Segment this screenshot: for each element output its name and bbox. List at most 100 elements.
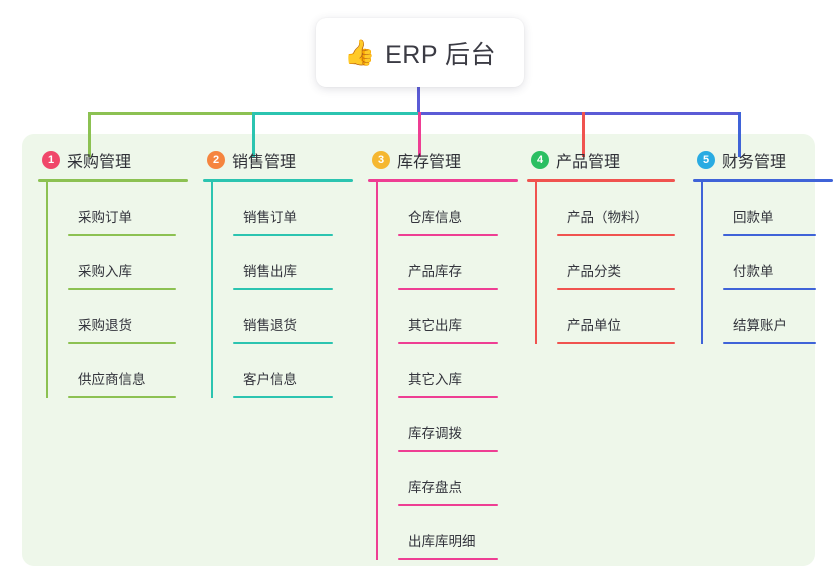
leaf-label: 付款单	[733, 264, 774, 279]
column-drop-5	[738, 112, 741, 157]
bar-segment-1	[88, 112, 252, 115]
column-drop-4	[582, 112, 585, 157]
leaf-rule	[723, 342, 816, 344]
column-body-1: 采购订单采购入库采购退货供应商信息	[42, 182, 198, 398]
leaf-node[interactable]: 回款单	[723, 182, 839, 236]
column-title-2: 销售管理	[232, 154, 297, 171]
leaf-rule	[68, 342, 176, 344]
column-body-3: 仓库信息产品库存其它出库其它入库库存调拨库存盘点出库库明细	[372, 182, 528, 560]
column-title-5: 财务管理	[722, 154, 787, 171]
column-header-rule-2	[203, 179, 353, 182]
leaf-rule	[233, 288, 333, 290]
leaf-label: 采购退货	[78, 318, 132, 333]
column-drop-1	[88, 112, 91, 157]
leaf-label: 客户信息	[243, 372, 297, 387]
leaf-label: 销售出库	[243, 264, 297, 279]
column-header-rule-1	[38, 179, 188, 182]
root-node-card[interactable]: 👍 ERP 后台	[316, 18, 524, 87]
leaf-label: 产品库存	[408, 264, 462, 279]
leaf-label: 出库库明细	[408, 534, 476, 549]
leaf-node[interactable]: 采购退货	[68, 290, 198, 344]
leaf-rule	[398, 234, 498, 236]
column-spine-1	[46, 182, 48, 398]
leaf-rule	[398, 396, 498, 398]
leaf-rule	[557, 288, 675, 290]
leaf-label: 仓库信息	[408, 210, 462, 225]
leaf-node[interactable]: 结算账户	[723, 290, 839, 344]
leaf-node[interactable]: 销售订单	[233, 182, 363, 236]
leaf-node[interactable]: 库存盘点	[398, 452, 528, 506]
leaf-label: 销售订单	[243, 210, 297, 225]
leaf-node[interactable]: 付款单	[723, 236, 839, 290]
leaf-label: 产品单位	[567, 318, 621, 333]
column-header-rule-4	[527, 179, 675, 182]
column-body-2: 销售订单销售出库销售退货客户信息	[207, 182, 363, 398]
root-node-title: ERP 后台	[385, 40, 497, 69]
leaf-node[interactable]: 其它出库	[398, 290, 528, 344]
leaf-label: 销售退货	[243, 318, 297, 333]
leaf-label: 产品（物料）	[567, 210, 648, 225]
column-spine-4	[535, 182, 537, 344]
leaf-node[interactable]: 产品分类	[557, 236, 685, 290]
leaf-label: 产品分类	[567, 264, 621, 279]
column-title-1: 采购管理	[67, 154, 132, 171]
column-drop-3	[418, 112, 421, 157]
leaf-node[interactable]: 采购订单	[68, 182, 198, 236]
leaf-rule	[557, 234, 675, 236]
leaf-node[interactable]: 采购入库	[68, 236, 198, 290]
bar-segment-3	[418, 112, 741, 115]
leaf-label: 回款单	[733, 210, 774, 225]
leaf-node[interactable]: 其它入库	[398, 344, 528, 398]
leaf-label: 其它入库	[408, 372, 462, 387]
column-spine-5	[701, 182, 703, 344]
column-1: 1 采购管理采购订单采购入库采购退货供应商信息	[38, 147, 198, 398]
leaf-node[interactable]: 库存调拨	[398, 398, 528, 452]
leaf-rule	[723, 234, 816, 236]
leaf-rule	[398, 558, 498, 560]
bar-segment-2	[252, 112, 420, 115]
leaf-node[interactable]: 供应商信息	[68, 344, 198, 398]
leaf-rule	[398, 288, 498, 290]
leaf-rule	[398, 504, 498, 506]
column-badge-1: 1	[42, 151, 60, 169]
column-header-2[interactable]: 2 销售管理	[203, 147, 363, 173]
leaf-rule	[723, 288, 816, 290]
leaf-node[interactable]: 产品（物料）	[557, 182, 685, 236]
leaf-node[interactable]: 销售出库	[233, 236, 363, 290]
leaf-rule	[233, 234, 333, 236]
column-spine-3	[376, 182, 378, 560]
column-drop-2	[252, 112, 255, 157]
leaf-node[interactable]: 产品单位	[557, 290, 685, 344]
leaf-label: 采购订单	[78, 210, 132, 225]
column-2: 2 销售管理销售订单销售出库销售退货客户信息	[203, 147, 363, 398]
leaf-rule	[68, 234, 176, 236]
leaf-label: 库存盘点	[408, 480, 462, 495]
leaf-label: 结算账户	[733, 318, 787, 333]
column-header-3[interactable]: 3 库存管理	[368, 147, 528, 173]
column-body-4: 产品（物料） 产品分类产品单位	[531, 182, 685, 344]
leaf-node[interactable]: 仓库信息	[398, 182, 528, 236]
leaf-rule	[233, 342, 333, 344]
column-title-3: 库存管理	[397, 154, 462, 171]
leaf-node[interactable]: 产品库存	[398, 236, 528, 290]
column-badge-3: 3	[372, 151, 390, 169]
diagram-panel	[22, 134, 815, 566]
leaf-rule	[557, 342, 675, 344]
column-header-1[interactable]: 1 采购管理	[38, 147, 198, 173]
leaf-rule	[68, 288, 176, 290]
leaf-rule	[233, 396, 333, 398]
column-badge-5: 5	[697, 151, 715, 169]
leaf-label: 供应商信息	[78, 372, 146, 387]
column-body-5: 回款单付款单结算账户	[697, 182, 839, 344]
leaf-rule	[398, 450, 498, 452]
leaf-label: 采购入库	[78, 264, 132, 279]
leaf-node[interactable]: 销售退货	[233, 290, 363, 344]
leaf-node[interactable]: 出库库明细	[398, 506, 528, 560]
column-badge-2: 2	[207, 151, 225, 169]
leaf-node[interactable]: 客户信息	[233, 344, 363, 398]
column-header-5[interactable]: 5 财务管理	[693, 147, 839, 173]
column-header-rule-3	[368, 179, 518, 182]
column-3: 3 库存管理仓库信息产品库存其它出库其它入库库存调拨库存盘点出库库明细	[368, 147, 528, 560]
